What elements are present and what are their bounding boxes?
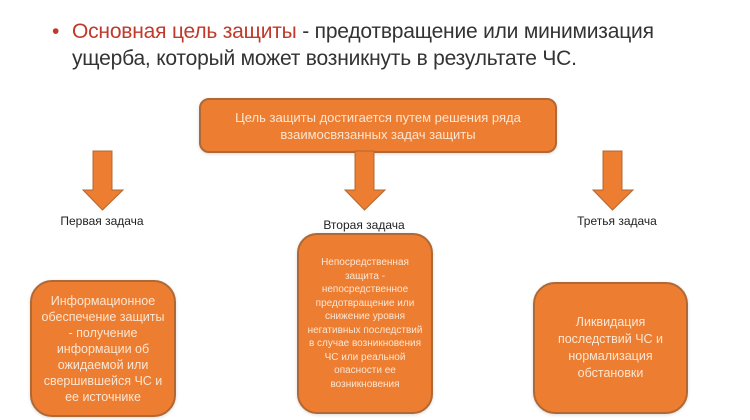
bullet-icon: •: [52, 20, 60, 43]
main-goal-box: Цель защиты достигается путем решения ря…: [199, 98, 557, 153]
goal-statement: • Основная цель защиты - предотвращение и…: [52, 18, 732, 72]
task-label-second: Вторая задача: [323, 218, 405, 232]
arrow-down-icon: [343, 150, 387, 211]
goal-text-line2: ущерба, который может возникнуть в резул…: [72, 47, 577, 70]
main-goal-text: Цель защиты достигается путем решения ря…: [235, 109, 521, 142]
task-box-second: Непосредственная защита - непосредственн…: [297, 233, 433, 414]
task-box-third: Ликвидация последствий ЧС и нормализация…: [533, 282, 688, 414]
task-label-third: Третья задача: [577, 214, 657, 228]
arrow-down-icon: [591, 150, 635, 211]
arrow-down-icon: [81, 150, 125, 211]
goal-highlight: Основная цель защиты: [72, 20, 297, 43]
goal-text-line1: - предотвращение или минимизация: [296, 20, 654, 43]
task-text-first: Информационное обеспечение защиты - полу…: [41, 293, 165, 404]
task-text-third: Ликвидация последствий ЧС и нормализация…: [557, 315, 664, 380]
task-label-first: Первая задача: [60, 214, 144, 228]
task-text-second: Непосредственная защита - непосредственн…: [307, 257, 423, 390]
task-box-first: Информационное обеспечение защиты - полу…: [30, 280, 176, 417]
